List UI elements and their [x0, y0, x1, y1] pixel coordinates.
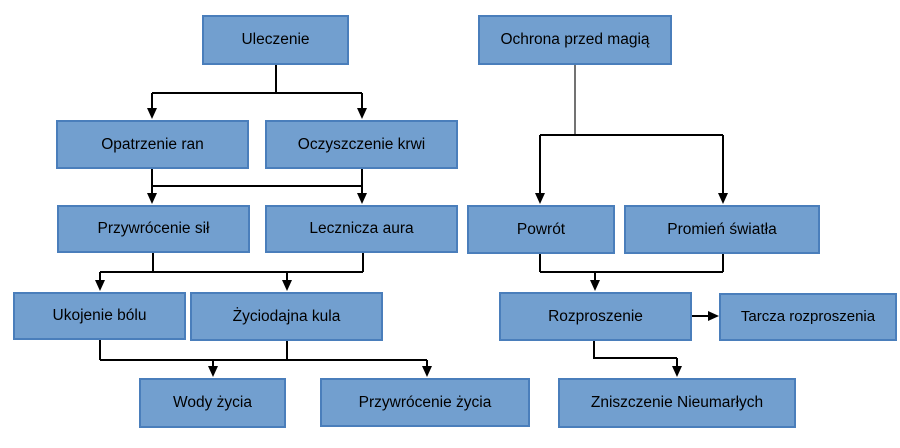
node-ukojenie-bolu: Ukojenie bólu	[13, 292, 186, 340]
arrowhead-przywrocenie-sil-icon	[147, 193, 157, 204]
node-zyciodajna-kula: Życiodajna kula	[190, 292, 383, 341]
node-lecznicza-aura: Lecznicza aura	[265, 205, 458, 253]
node-oczyszczenie-krwi: Oczyszczenie krwi	[265, 120, 458, 169]
arrowhead-rozproszenie-icon	[590, 280, 600, 291]
arrowhead-zyciodajna-icon	[282, 280, 292, 291]
node-zniszczenie-nieumarlych: Zniszczenie Nieumarłych	[558, 378, 796, 428]
node-promien-swiatla: Promień światła	[624, 205, 820, 254]
node-tarcza-rozproszenia: Tarcza rozproszenia	[719, 293, 897, 341]
arrowhead-lecznicza-icon	[357, 193, 367, 204]
arrowhead-oczyszczenie-icon	[357, 108, 367, 119]
node-przywrocenie-zycia: Przywrócenie życia	[320, 378, 530, 427]
node-ochrona-przed-magia: Ochrona przed magią	[478, 15, 672, 65]
arrowhead-przywrocenie-zycia-icon	[422, 366, 432, 377]
node-opatrzenie-ran: Opatrzenie ran	[56, 120, 249, 169]
arrowhead-powrot-icon	[535, 193, 545, 204]
arrowhead-tarcza-icon	[708, 311, 719, 321]
node-wody-zycia: Wody życia	[139, 378, 286, 428]
node-przywrocenie-sil: Przywrócenie sił	[57, 205, 250, 253]
arrowhead-wody-icon	[208, 366, 218, 377]
arrowhead-promien-icon	[718, 193, 728, 204]
node-rozproszenie: Rozproszenie	[499, 292, 692, 341]
node-uleczenie: Uleczenie	[202, 15, 349, 65]
arrowhead-zniszczenie-icon	[672, 366, 682, 377]
arrowhead-ukojenie-icon	[95, 280, 105, 291]
arrowhead-opatrzenie-icon	[147, 108, 157, 119]
edge-rozproszenie-elbow	[593, 341, 677, 359]
node-powrot: Powrót	[467, 205, 615, 254]
